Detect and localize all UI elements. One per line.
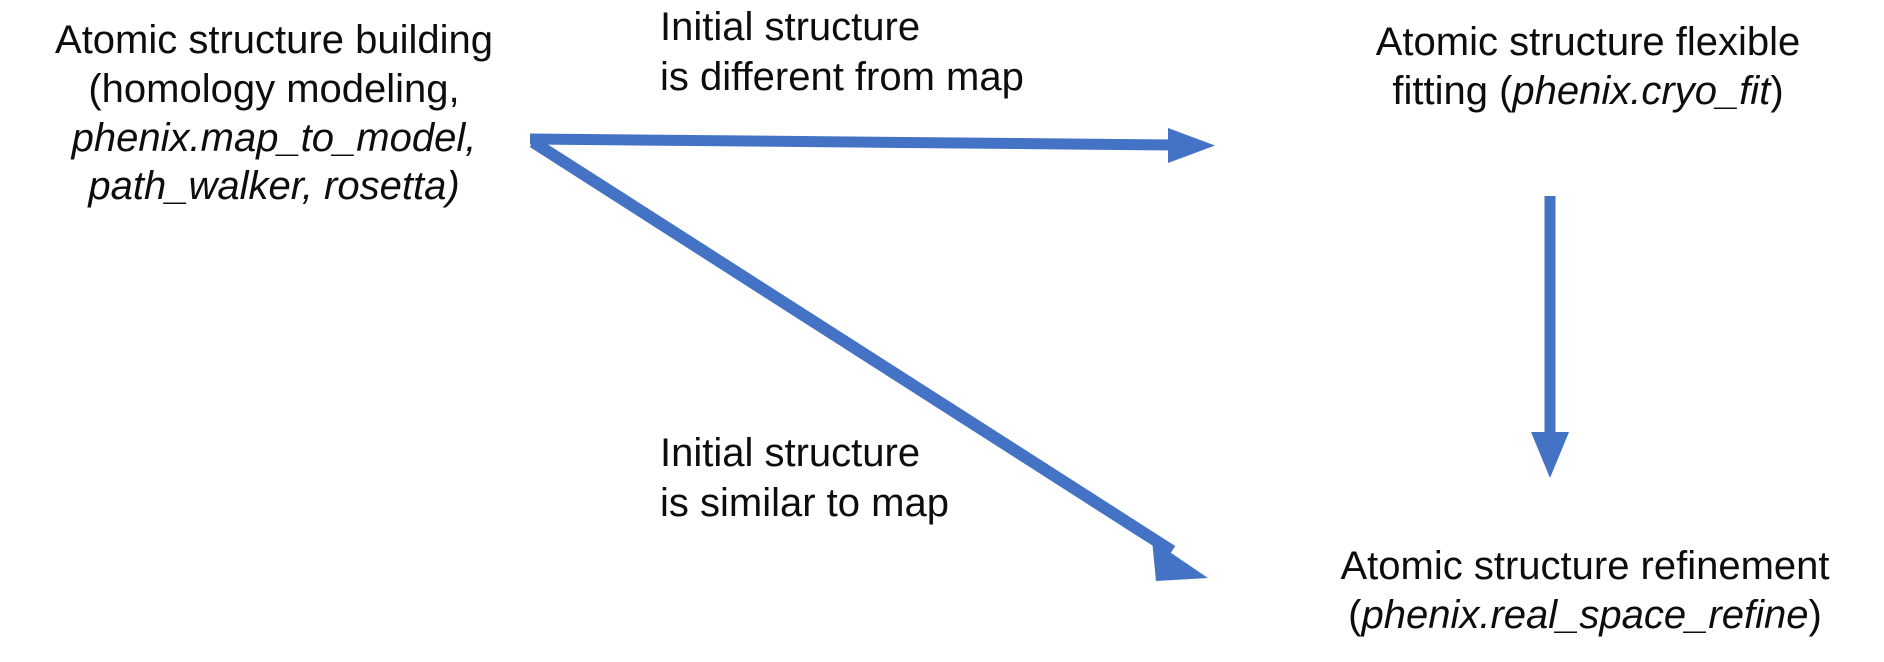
node-refinement-tool-name: phenix.real_space_refine (1361, 592, 1809, 637)
node-fitting-line-1: Atomic structure flexible (1375, 20, 1801, 64)
node-fitting-prefix: fitting ( (1392, 68, 1513, 113)
edge-label-similar-to-map: Initial structure is similar to map (660, 428, 949, 528)
edge-label-different-line-1: Initial structure (660, 5, 921, 49)
node-atomic-structure-refinement[interactable]: Atomic structure refinement (phenix.real… (1286, 542, 1884, 640)
node-building-line-2: (homology modeling, (88, 66, 460, 111)
node-refinement-line-2: (phenix.real_space_refine) (1286, 591, 1884, 640)
arrow-flexible-fitting-to-refinement (1531, 196, 1569, 478)
node-atomic-structure-building[interactable]: Atomic structure building (homology mode… (4, 16, 544, 211)
edge-label-similar-line-1: Initial structure (660, 431, 921, 475)
edge-label-different-from-map: Initial structure is different from map (660, 2, 1024, 102)
edge-label-different-line-2: is different from map (660, 55, 1024, 99)
arrow-building-to-refinement (529, 136, 1208, 581)
node-refinement-prefix: ( (1348, 592, 1362, 637)
node-fitting-line-2: fitting (phenix.cryo_fit) (1296, 67, 1880, 116)
node-refinement-line-1: Atomic structure refinement (1340, 544, 1830, 588)
node-fitting-suffix: ) (1770, 68, 1784, 113)
node-atomic-structure-flexible-fitting[interactable]: Atomic structure flexible fitting (pheni… (1296, 18, 1880, 116)
arrow-building-to-flexible-fitting (529, 128, 1215, 163)
node-building-line-1: Atomic structure building (55, 18, 493, 62)
node-refinement-suffix: ) (1808, 592, 1822, 637)
edge-label-similar-line-2: is similar to map (660, 481, 949, 525)
node-fitting-tool-name: phenix.cryo_fit (1512, 68, 1771, 113)
node-building-line-3: phenix.map_to_model, (71, 115, 477, 160)
node-building-line-4: path_walker, rosetta) (88, 164, 460, 209)
